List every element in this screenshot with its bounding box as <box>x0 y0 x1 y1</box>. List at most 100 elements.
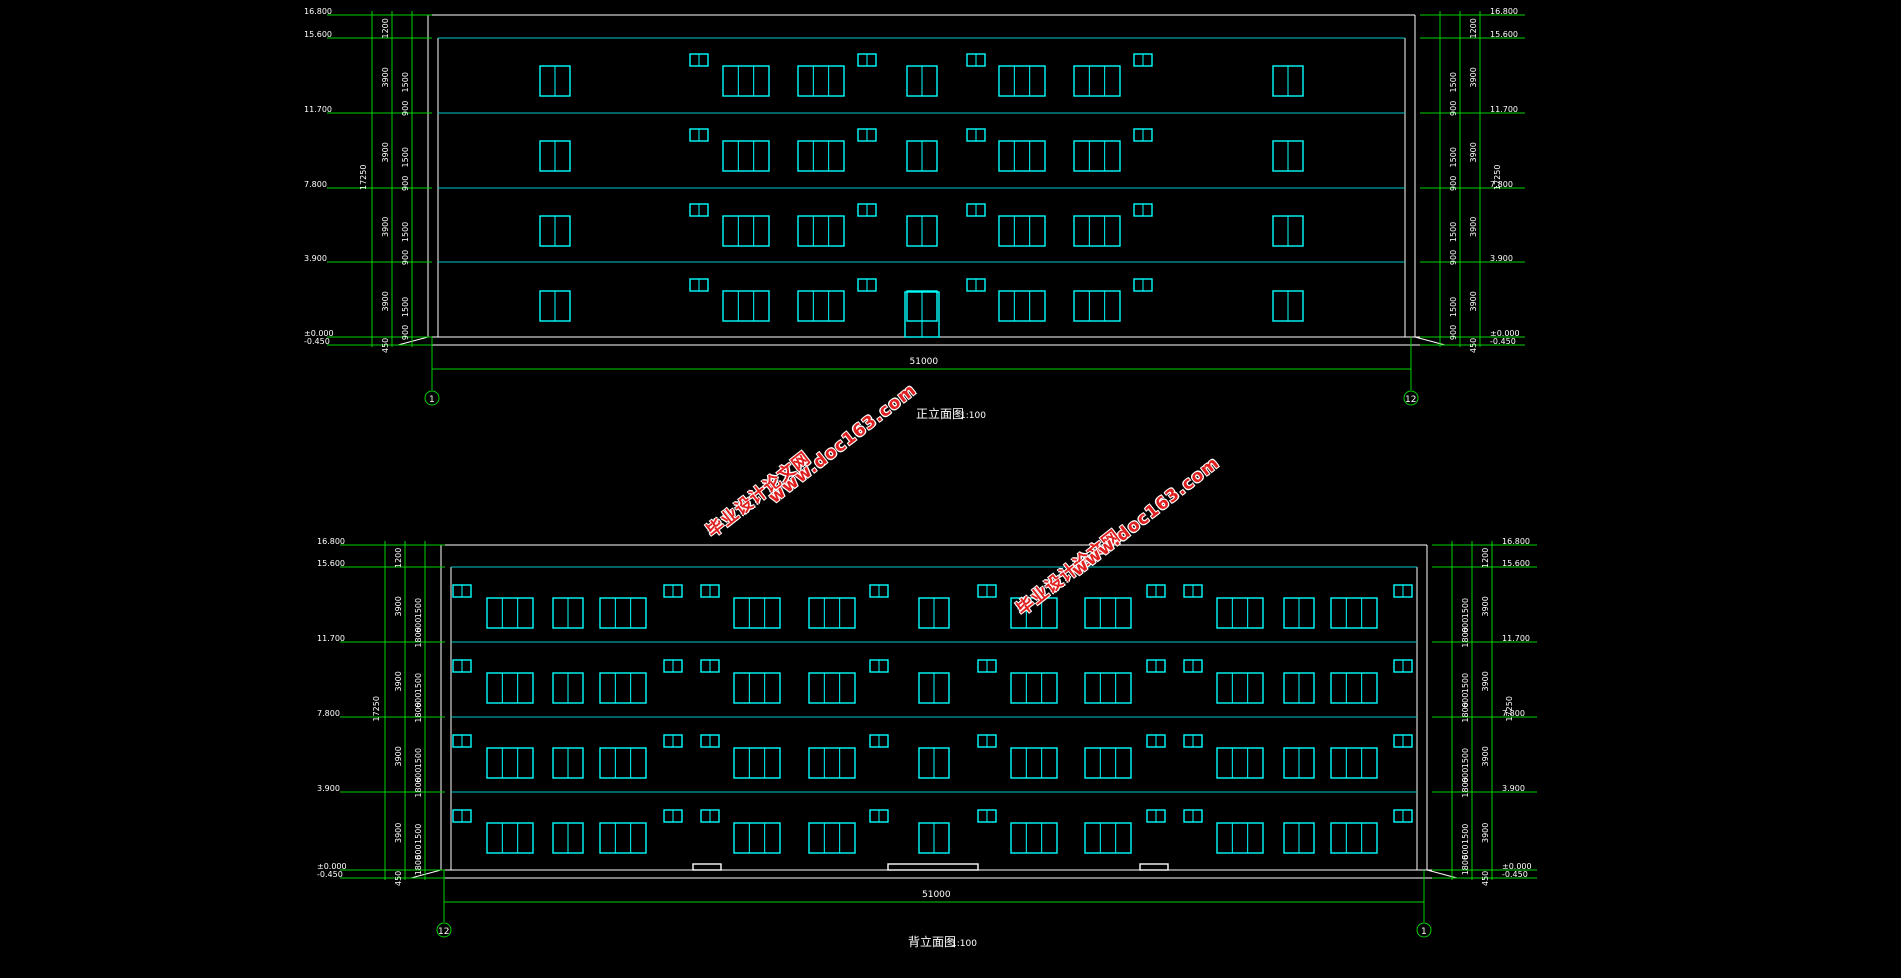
window <box>1146 734 1166 748</box>
level-label: -0.450 <box>304 337 330 346</box>
window-frame <box>1330 597 1378 629</box>
window <box>808 822 856 854</box>
window-frame <box>599 597 647 629</box>
window <box>918 597 950 629</box>
storey-dimension: 3900 <box>1469 142 1478 162</box>
window-frame <box>722 215 770 247</box>
storey-dimension: 1200 <box>1469 18 1478 38</box>
window-frame <box>1330 672 1378 704</box>
window-frame <box>733 822 781 854</box>
storey-dimension: 3900 <box>394 596 403 616</box>
window-dimension: 600 <box>1461 844 1470 859</box>
window-dimension: 900 <box>1449 176 1458 191</box>
window <box>733 672 781 704</box>
window-frame <box>1084 672 1132 704</box>
storey-dimension: 3900 <box>1481 823 1490 843</box>
window <box>663 659 683 673</box>
window-dimension: 1500 <box>1449 72 1458 92</box>
level-label: 3.900 <box>317 784 340 793</box>
window <box>552 747 584 779</box>
window <box>700 659 720 673</box>
window-dimension: 900 <box>1449 325 1458 340</box>
window <box>918 747 950 779</box>
storey-dimension: 3900 <box>394 823 403 843</box>
window <box>918 822 950 854</box>
window-frame <box>722 290 770 322</box>
window-frame <box>797 140 845 172</box>
window <box>906 215 938 247</box>
window <box>1330 597 1378 629</box>
level-label: -0.450 <box>1502 870 1528 879</box>
window-dimension: 1500 <box>1449 222 1458 242</box>
window-frame <box>998 140 1046 172</box>
window-frame <box>1010 822 1058 854</box>
window <box>1283 597 1315 629</box>
level-label: 15.600 <box>317 559 345 568</box>
window-frame <box>722 65 770 97</box>
window <box>977 734 997 748</box>
window-dimension: 600 <box>414 693 423 708</box>
window <box>797 215 845 247</box>
window <box>1183 734 1203 748</box>
rear-elevation-scale: 1:100 <box>951 939 977 949</box>
window <box>857 128 877 142</box>
window-dimension: 600 <box>1461 768 1470 783</box>
window-dimension: 600 <box>1461 618 1470 633</box>
level-label: 7.800 <box>317 709 340 718</box>
front-elevation: 16.80015.60011.7007.8003.900±0.000-0.450… <box>304 7 1525 406</box>
window-frame <box>486 672 534 704</box>
window-frame <box>599 672 647 704</box>
entrance-step <box>887 863 979 871</box>
window <box>1073 65 1121 97</box>
window <box>1073 140 1121 172</box>
window <box>1084 747 1132 779</box>
window-frame <box>1010 747 1058 779</box>
window-dimension: 1500 <box>401 147 410 167</box>
window-frame <box>1084 747 1132 779</box>
window <box>1010 822 1058 854</box>
window-dimension: 600 <box>414 618 423 633</box>
window <box>539 65 571 97</box>
storey-dimension: 450 <box>1469 338 1478 353</box>
window <box>1330 822 1378 854</box>
window-dimension: 900 <box>401 325 410 340</box>
window-frame <box>1330 822 1378 854</box>
window-dimension: 1800 <box>1461 777 1470 797</box>
window-dimension: 900 <box>401 101 410 116</box>
window <box>797 140 845 172</box>
window <box>452 659 472 673</box>
window-frame <box>998 215 1046 247</box>
window <box>869 659 889 673</box>
storey-dimension: 450 <box>381 338 390 353</box>
storey-dimension: 3900 <box>381 142 390 162</box>
window <box>998 290 1046 322</box>
window-frame <box>722 140 770 172</box>
window <box>1272 140 1304 172</box>
level-label: -0.450 <box>317 870 343 879</box>
front-elevation-title: 正立面图 <box>916 406 964 421</box>
level-label: ±0.000 <box>1502 862 1532 871</box>
window <box>1183 809 1203 823</box>
level-label: ±0.000 <box>317 862 347 871</box>
storey-dimension: 3900 <box>381 217 390 237</box>
entrance-step <box>692 863 722 871</box>
window-frame <box>1010 597 1058 629</box>
window <box>998 65 1046 97</box>
window-dimension: 900 <box>401 250 410 265</box>
window-frame <box>1073 140 1121 172</box>
window-frame <box>486 747 534 779</box>
window <box>700 734 720 748</box>
window-dimension: 1500 <box>1461 824 1470 844</box>
window <box>539 215 571 247</box>
level-label: 7.800 <box>304 180 327 189</box>
window <box>1272 215 1304 247</box>
window <box>700 809 720 823</box>
window-dimension: 1500 <box>414 748 423 768</box>
level-label: 11.700 <box>1502 634 1530 643</box>
window-frame <box>797 290 845 322</box>
window <box>689 53 709 67</box>
window-frame <box>1073 290 1121 322</box>
window <box>977 659 997 673</box>
axis-label: 12 <box>1405 395 1416 405</box>
storey-dimension: 3900 <box>1481 746 1490 766</box>
